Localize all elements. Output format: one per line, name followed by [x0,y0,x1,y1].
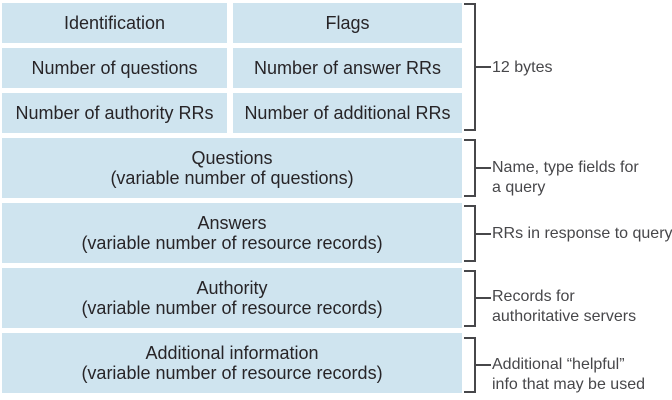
note-additional-info-line2: info that may be used [492,376,645,393]
cell-identification: Identification [2,3,227,43]
section-additional-info: Additional information (variable number … [2,333,462,393]
note-authority: Records for authoritative servers [492,287,636,327]
note-questions-line2: a query [492,179,546,196]
cell-flags: Flags [233,3,462,43]
note-authority-line1: Records for [492,288,575,305]
cell-num-additional-rrs: Number of additional RRs [233,93,462,133]
cell-num-questions: Number of questions [2,48,227,88]
questions-title: Questions [191,148,273,168]
section-answers: Answers (variable number of resource rec… [2,203,462,263]
note-answers: RRs in response to query [492,224,672,244]
brace-connector-authority [476,297,491,299]
note-questions-line1: Name, type fields for [492,159,639,176]
section-questions: Questions (variable number of questions) [2,138,462,198]
answers-title: Answers [197,213,267,233]
brace-questions [464,139,476,197]
brace-additional-info [464,337,476,393]
note-12-bytes-line1: 12 bytes [492,59,553,76]
note-authority-line2: authoritative servers [492,308,637,325]
cell-num-answer-rrs: Number of answer RRs [233,48,462,88]
section-authority: Authority (variable number of resource r… [2,268,462,328]
brace-answers [464,205,476,262]
additional-info-title: Additional information [145,343,319,363]
note-answers-line1: RRs in response to query [492,225,672,242]
brace-connector-additional-info [476,364,491,366]
note-additional-info-line1: Additional “helpful” [492,356,625,373]
brace-connector-answers [476,233,491,235]
note-12-bytes: 12 bytes [492,58,552,78]
questions-subtitle: (variable number of questions) [110,168,354,188]
brace-connector-12-bytes [476,66,491,68]
authority-subtitle: (variable number of resource records) [81,298,383,318]
additional-info-subtitle: (variable number of resource records) [81,363,383,383]
brace-authority [464,270,476,327]
cell-num-authority-rrs: Number of authority RRs [2,93,227,133]
brace-12-bytes [464,3,476,131]
authority-title: Authority [196,278,268,298]
brace-connector-questions [476,167,491,169]
note-questions: Name, type fields for a query [492,158,639,198]
note-additional-info: Additional “helpful” info that may be us… [492,355,645,395]
answers-subtitle: (variable number of resource records) [81,233,383,253]
